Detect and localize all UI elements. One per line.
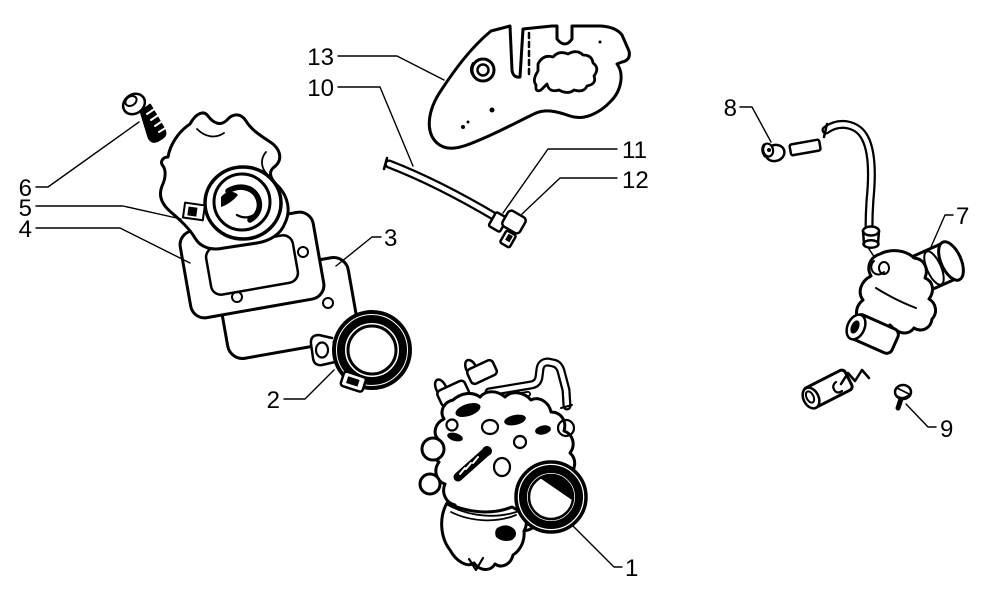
callout-9-label: 9	[940, 416, 953, 443]
callout-2-label: 2	[267, 387, 280, 414]
leader-line-10	[337, 86, 414, 167]
callout-labels: 1 2 3 4 5 6 7 8 9 10 11 12 13	[19, 44, 970, 582]
leader-line-7	[930, 214, 954, 248]
part-5-intake-manifold-drawing	[158, 111, 290, 251]
leader-line-13	[337, 55, 445, 81]
part-10-hose-drawing	[382, 156, 502, 223]
part-7-oil-pump-drawing	[845, 240, 965, 355]
part-2-clamp-drawing	[309, 310, 412, 393]
leader-line-6	[35, 121, 140, 188]
leader-line-1	[571, 524, 623, 568]
callout-3-label: 3	[384, 225, 397, 252]
callout-4-label: 4	[19, 216, 32, 243]
callout-1-label: 1	[625, 555, 638, 582]
leader-lines	[35, 55, 954, 568]
leader-line-2	[283, 369, 335, 400]
part-1-carburetor-drawing	[418, 357, 588, 572]
leader-line-3	[335, 236, 382, 267]
part-8-bushing-drawing	[761, 142, 786, 163]
callout-13-label: 13	[307, 44, 334, 71]
part-12-elbow-fitting-drawing	[499, 209, 527, 249]
part-13-shield-gasket-drawing	[427, 24, 631, 150]
leader-line-4	[35, 227, 191, 264]
leader-line-11	[502, 148, 618, 214]
part-9-screw-drawing	[893, 383, 913, 411]
leader-line-8	[739, 106, 772, 143]
part-6-screw-drawing	[121, 92, 168, 143]
leader-line-5	[35, 205, 182, 220]
pump-roller-drawing	[801, 368, 854, 410]
callout-8-label: 8	[724, 95, 737, 122]
callout-5-label: 5	[19, 195, 32, 222]
callout-6-label: 6	[19, 175, 32, 202]
callout-10-label: 10	[307, 75, 334, 102]
callout-11-label: 11	[622, 137, 647, 164]
pump-spring-clip-drawing	[832, 368, 871, 394]
oil-hose-drawing	[788, 119, 881, 250]
leader-line-12	[521, 177, 618, 215]
callout-12-label: 12	[622, 167, 649, 194]
callout-7-label: 7	[956, 203, 969, 230]
leader-line-9	[905, 403, 937, 428]
